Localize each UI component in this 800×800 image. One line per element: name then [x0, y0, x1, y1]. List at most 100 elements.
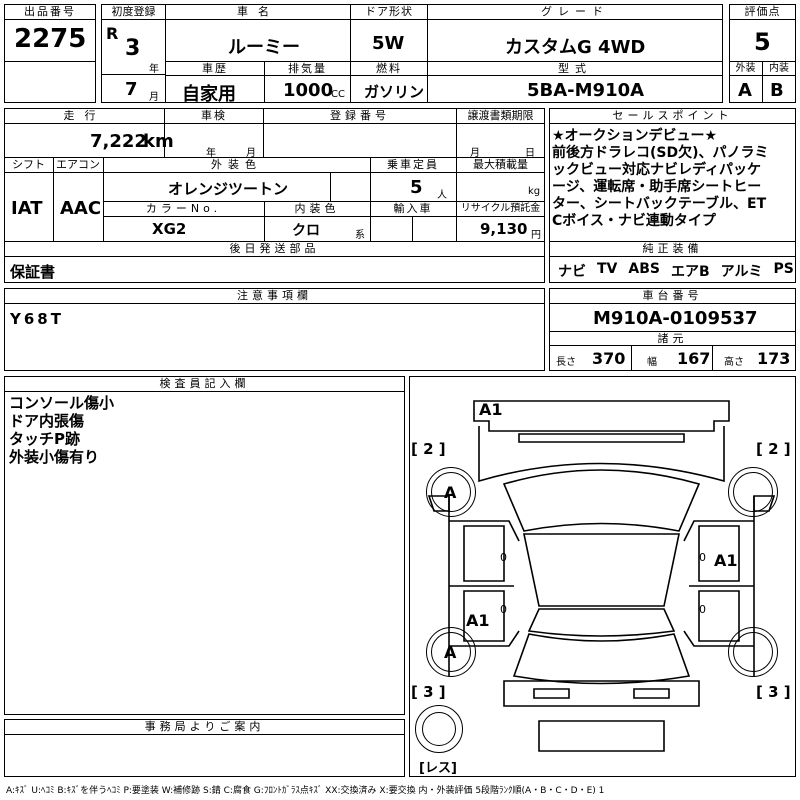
model-code: 5BA-M910A: [527, 80, 645, 101]
left-rear-tire-inner: [431, 632, 471, 672]
max-load-header: 最大積載量: [473, 158, 528, 171]
year-unit: 年: [149, 64, 159, 75]
inspector-notes-header: 検査員記入欄: [159, 377, 250, 390]
sale-point-line: 前後方ドラレコ(SD欠)、パノラミ: [552, 145, 769, 161]
equipment-header: 純正装備: [642, 242, 703, 255]
cc-unit: CC: [331, 89, 345, 100]
car-name-header: 車名: [237, 5, 279, 18]
equipment-item: ABS: [628, 261, 660, 277]
exterior-header: 外装: [735, 63, 756, 74]
aircon: AAC: [60, 198, 102, 219]
recycle-fee: 9,130: [480, 220, 528, 238]
interior-color: クロ: [292, 223, 320, 239]
sale-point-line: ★オークションデビュー★: [552, 128, 718, 144]
damage-diagram: [409, 376, 796, 777]
first-registration-header: 初度登録: [111, 5, 156, 18]
sale-points-list: ★オークションデビュー★ 前後方ドラレコ(SD欠)、パノラミ ックビュー対応ナビ…: [552, 128, 794, 230]
specs-header: 諸元: [657, 332, 688, 345]
equipment-item: TV: [597, 261, 618, 277]
fuel: ガソリン: [364, 83, 425, 101]
spare-tire: [415, 705, 463, 753]
equipment-item: アルミ: [720, 264, 763, 280]
left-front-tire: [426, 467, 476, 517]
exterior-color-header: 外装色: [211, 158, 262, 171]
inspector-note: コンソール傷小: [9, 394, 115, 412]
era-letter: R: [106, 24, 119, 43]
grade: カスタムG 4WD: [505, 37, 646, 58]
inspector-notes-cell: [4, 376, 405, 715]
displacement: 1000: [283, 80, 334, 101]
transfer-month-unit: 月: [470, 148, 480, 159]
notes-cell: [4, 288, 545, 371]
damage-legend: A:ｷｽﾞ U:ﾍｺﾐ B:ｷｽﾞを伴うﾍｺﾐ P:要塗装 W:補修跡 S:錆 …: [6, 786, 605, 796]
lot-number-header: 出品番号: [24, 5, 76, 18]
length: 370: [592, 349, 626, 368]
damage-left-rear-tire: A: [444, 643, 457, 662]
office-info-cell: [4, 719, 405, 777]
mileage-header: 走行: [63, 109, 106, 122]
transfer-deadline-header: 譲渡書類期限: [467, 109, 534, 122]
model-code-header: 型式: [558, 62, 592, 75]
chassis-cell: [549, 288, 796, 371]
damage-front-top: A1: [479, 400, 503, 419]
bracket-right-front: [ 2 ]: [756, 440, 791, 458]
inspector-note: ドア内張傷: [9, 412, 85, 430]
exterior-color: オレンジツートン: [168, 180, 289, 198]
mileage: 7,222: [90, 131, 147, 152]
inspector-note: 外装小傷有り: [9, 448, 100, 466]
right-rear-tire-inner: [733, 632, 773, 672]
capacity: 5: [410, 177, 423, 198]
left-rear-door-mark: 0: [500, 603, 507, 616]
spare-tire-inner: [422, 712, 456, 746]
left-door-mark: 0: [500, 551, 507, 564]
persons-unit: 人: [437, 190, 447, 201]
equipment-item: エアB: [670, 264, 710, 280]
interior-grade: B: [770, 80, 784, 101]
sale-point-line: ージ、運転席・助手席シートヒー: [552, 179, 762, 195]
interior-color-header: 内装色: [294, 202, 340, 215]
km-unit: km: [143, 131, 174, 152]
inspection-month-unit: 月: [246, 148, 256, 159]
length-label: 長さ: [556, 357, 576, 368]
inspector-note: タッチP跡: [9, 430, 80, 448]
inspection-header: 車検: [201, 109, 227, 122]
width: 167: [677, 349, 711, 368]
score-header: 評価点: [744, 5, 781, 18]
import-header: 輸入車: [393, 202, 433, 215]
spare-tire-label: [レス]: [419, 761, 457, 776]
bracket-right-rear: [ 3 ]: [756, 683, 791, 701]
transfer-day-unit: 日: [525, 148, 535, 159]
right-door-mark: 0: [699, 551, 706, 564]
damage-left-mid: A1: [466, 611, 490, 630]
damage-right-mid: A1: [714, 551, 738, 570]
bracket-left-front: [ 2 ]: [411, 440, 446, 458]
height: 173: [757, 349, 791, 368]
recycle-fee-header: リサイクル預託金: [460, 203, 541, 214]
registration-month: 7: [125, 79, 138, 100]
aircon-header: エアコン: [56, 158, 100, 171]
sale-point-line: Cボイス・ナビ連動タイプ: [552, 213, 716, 229]
notes: Y68T: [10, 310, 64, 328]
exterior-grade: A: [738, 80, 752, 101]
yen-unit: 円: [531, 230, 541, 241]
history: 自家用: [182, 84, 236, 105]
shift-header: シフト: [12, 158, 45, 171]
damage-left-front-tire: A: [444, 483, 457, 502]
notes-header: 注意事項欄: [237, 289, 312, 302]
shift: IAT: [11, 198, 43, 219]
car-diagram-svg: [427, 400, 776, 752]
sale-points-header: セールスポイント: [612, 109, 733, 122]
grade-header: グレード: [541, 5, 609, 18]
color-suffix: 系: [355, 230, 365, 241]
right-front-tire-inner: [733, 472, 773, 512]
sale-point-line: ター、シートバックテーブル、ET: [552, 196, 767, 212]
height-label: 高さ: [724, 357, 744, 368]
month-unit: 月: [149, 92, 159, 103]
equipment-list: ナビ TV ABS エアB アルミ PS PW: [558, 261, 794, 281]
door-type: 5W: [372, 33, 405, 54]
car-name: ルーミー: [228, 37, 300, 58]
displacement-header: 排気量: [288, 62, 327, 75]
fuel-header: 燃料: [376, 62, 402, 75]
width-label: 幅: [647, 357, 657, 368]
kg-unit: kg: [528, 186, 541, 197]
